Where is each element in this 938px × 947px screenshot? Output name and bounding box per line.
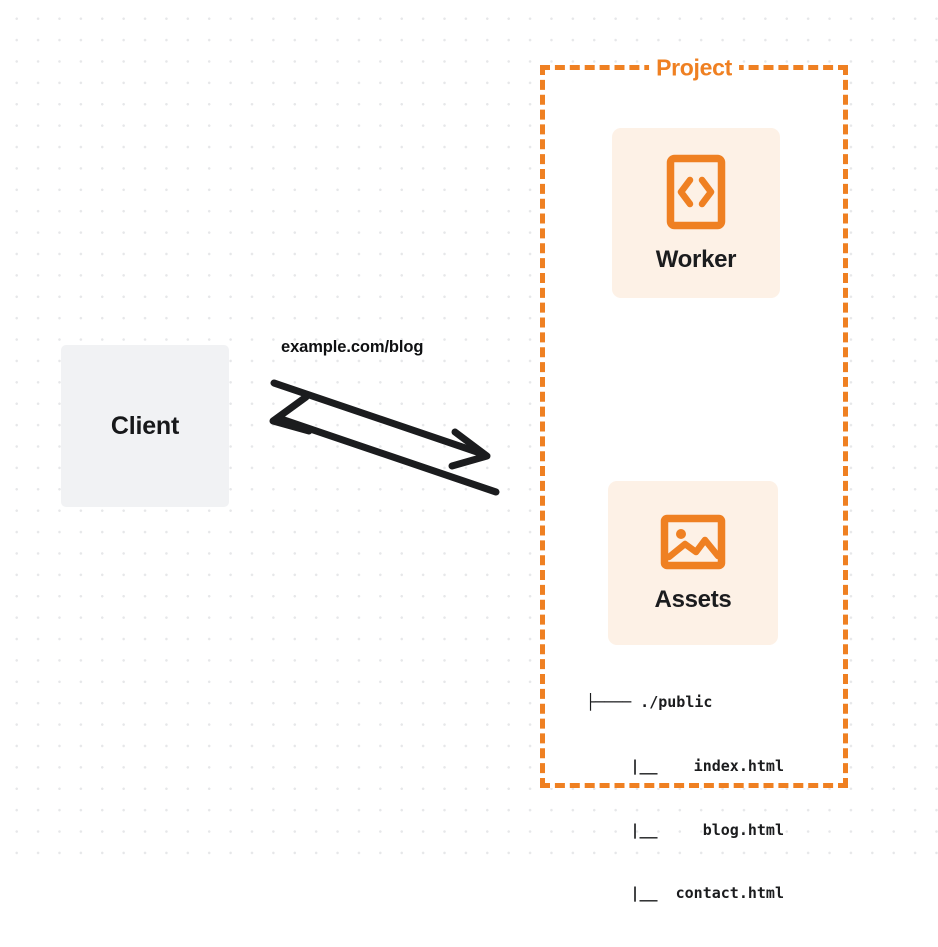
worker-card[interactable]: Worker xyxy=(612,128,780,298)
file-tree-row: |__ blog.html xyxy=(603,820,784,839)
worker-card-label: Worker xyxy=(655,246,737,273)
file-tree-row: ├──── ./public xyxy=(586,693,713,712)
file-tree-row: |__ index.html xyxy=(603,757,784,776)
file-tree-row: |__ contact.html xyxy=(603,884,784,903)
arrow-client-to-project xyxy=(270,379,491,470)
assets-card-label: Assets xyxy=(654,586,732,613)
arrow-project-to-client xyxy=(269,393,500,496)
project-title: Project xyxy=(649,56,739,80)
diagram-canvas: Client example.com/blog Project Worker xyxy=(0,0,938,902)
assets-card[interactable]: Assets xyxy=(608,481,778,645)
client-label: Client xyxy=(110,411,180,440)
connection-label: example.com/blog xyxy=(281,338,424,356)
image-icon xyxy=(660,514,726,575)
assets-file-tree: ├──── ./public |__ index.html |__ blog.h… xyxy=(586,650,784,947)
client-node[interactable]: Client xyxy=(61,345,229,507)
code-file-icon xyxy=(666,154,726,235)
